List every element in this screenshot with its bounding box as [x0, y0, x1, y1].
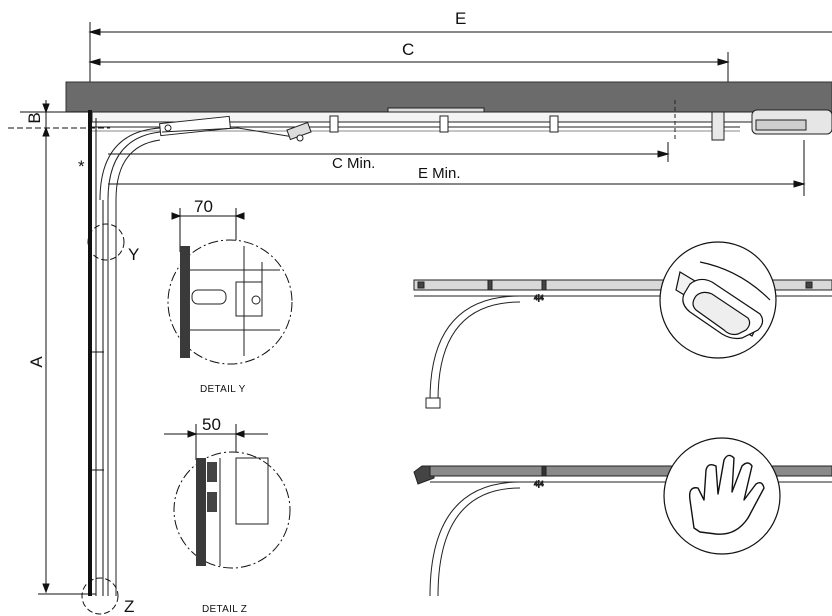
- motor-release-inset: [659, 241, 777, 359]
- hand-icon: [688, 454, 765, 535]
- dimension-c-min: [108, 142, 670, 162]
- detail-y: 70 DETAIL Y: [167, 197, 293, 395]
- dimension-e-min-label: E Min.: [418, 165, 461, 182]
- detail-z: 50 DETAIL Z: [164, 415, 291, 615]
- manual-release-inset: [663, 437, 781, 555]
- detail-y-label: DETAIL Y: [200, 384, 246, 395]
- dimension-c: [88, 52, 730, 110]
- dimension-b: [8, 100, 110, 140]
- svg-text:4|4: 4|4: [534, 295, 544, 302]
- variant-manual-rail: 4|4: [413, 465, 832, 597]
- curved-track: [99, 127, 161, 596]
- callout-z-circle: [81, 577, 119, 615]
- detail-z-label: DETAIL Z: [202, 604, 247, 615]
- motor-housing: [751, 109, 832, 135]
- callout-y-circle: [87, 223, 125, 261]
- door-arm-linkage: [159, 115, 312, 142]
- dimension-c-label: C: [402, 40, 414, 59]
- dimension-a-label: A: [27, 356, 46, 368]
- svg-text:4|4: 4|4: [534, 481, 544, 488]
- dimension-e-label: E: [455, 9, 466, 28]
- detail-z-dimension: 50: [202, 415, 221, 434]
- dimension-a: [38, 140, 96, 595]
- vertical-door-panel: [88, 110, 104, 596]
- detail-y-dimension: 70: [194, 197, 213, 216]
- callout-z-label: Z: [124, 597, 134, 616]
- callout-y-label: Y: [128, 245, 139, 264]
- dimension-c-min-label: C Min.: [332, 155, 375, 172]
- dimension-e-min: [108, 140, 806, 196]
- dimension-b-label: B: [25, 112, 44, 123]
- asterisk-mark: *: [78, 157, 85, 176]
